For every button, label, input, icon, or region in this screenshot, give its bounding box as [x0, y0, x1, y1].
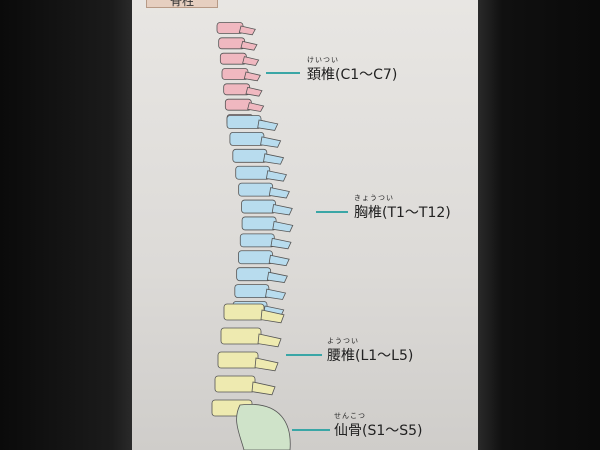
- cervical-vertebra-process: [242, 56, 260, 66]
- thoracic-vertebra: [238, 182, 274, 197]
- lumbar-vertebra-process: [260, 309, 285, 324]
- cervical-vertebra-process: [245, 86, 263, 97]
- monitor-bezel-left: [0, 0, 132, 450]
- thoracic-vertebra-process: [266, 271, 288, 284]
- lumbar-vertebra: [223, 303, 265, 321]
- thoracic-vertebra: [239, 233, 275, 248]
- thoracic-vertebra-process: [265, 170, 288, 182]
- sacrum-ruby: せんこつ: [334, 412, 366, 420]
- thoracic-label: きょうつい 胸椎(T1〜T12): [354, 194, 451, 222]
- thoracic-vertebra-process: [272, 220, 294, 233]
- thoracic-vertebra: [229, 132, 265, 146]
- monitor-bezel-right: [478, 0, 600, 450]
- spine-diagram: [211, 22, 294, 450]
- thoracic-vertebra-process: [265, 288, 287, 300]
- thoracic-leader-line: [316, 211, 348, 213]
- cervical-vertebra-process: [238, 25, 256, 36]
- lumbar-vertebra-process: [251, 381, 276, 396]
- thoracic-vertebra-process: [257, 119, 279, 131]
- thoracic-vertebra: [235, 165, 271, 180]
- lumbar-vertebra-process: [257, 333, 282, 348]
- cervical-leader-line: [266, 72, 300, 74]
- thoracic-vertebra-process: [268, 187, 290, 199]
- thoracic-ruby: きょうつい: [354, 194, 394, 202]
- thoracic-vertebra-process: [260, 136, 282, 148]
- thoracic-vertebra-process: [271, 204, 293, 216]
- cervical-vertebra-process: [247, 102, 265, 112]
- lumbar-label: ようつい 腰椎(L1〜L5): [327, 337, 414, 365]
- lumbar-vertebra: [214, 375, 256, 393]
- cervical-label: けいつい 頚椎(C1〜C7): [307, 56, 398, 84]
- lumbar-ruby: ようつい: [327, 337, 359, 345]
- thoracic-vertebra: [236, 267, 272, 282]
- lumbar-leader-line: [286, 354, 322, 356]
- thoracic-vertebra: [232, 148, 268, 163]
- lumbar-vertebra-process: [254, 357, 279, 372]
- lumbar-vertebra: [217, 351, 259, 369]
- sacrum-label: せんこつ 仙骨(S1〜S5): [334, 412, 423, 440]
- lumbar-vertebra: [220, 327, 262, 345]
- cervical-ruby: けいつい: [307, 56, 339, 64]
- sacrum-leader-line: [292, 429, 330, 431]
- thoracic-vertebra: [226, 115, 262, 129]
- thoracic-vertebra-process: [263, 153, 285, 165]
- sacrum: [236, 403, 291, 450]
- sacrum-text: 仙骨(S1〜S5): [334, 423, 423, 439]
- title-tab: 脊柱: [146, 0, 218, 8]
- lumbar-text: 腰椎(L1〜L5): [327, 348, 414, 364]
- thoracic-vertebra: [238, 250, 273, 265]
- thoracic-vertebra-process: [268, 254, 290, 267]
- thoracic-vertebra: [241, 216, 277, 231]
- thoracic-vertebra-process: [270, 237, 292, 250]
- thoracic-vertebra: [241, 199, 276, 214]
- cervical-vertebra-process: [243, 71, 261, 82]
- thoracic-text: 胸椎(T1〜T12): [354, 205, 451, 221]
- cervical-text: 頚椎(C1〜C7): [307, 67, 398, 83]
- cervical-vertebra-process: [240, 40, 258, 51]
- screen: 脊柱 けいつい 頚椎(C1〜C7) きょうつい 胸椎(T1〜T12) ようつい …: [132, 0, 478, 450]
- thoracic-vertebra: [234, 284, 270, 298]
